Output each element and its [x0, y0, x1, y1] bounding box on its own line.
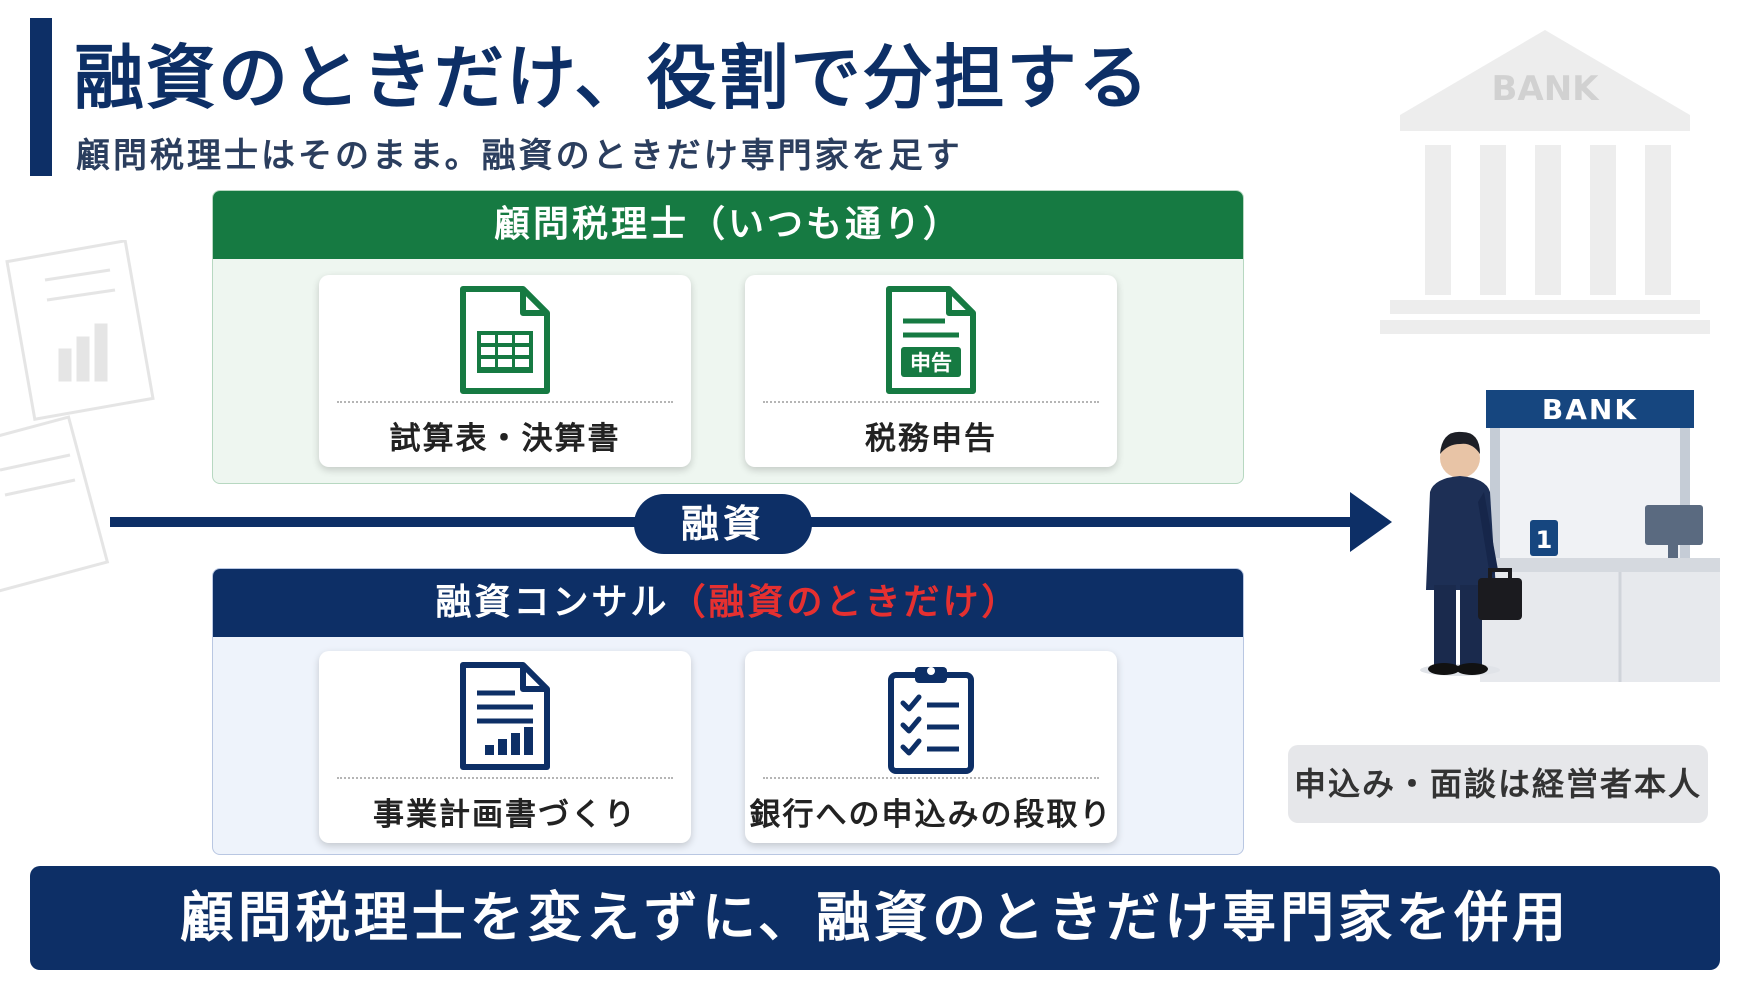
bank-sign: BANK: [1542, 393, 1638, 426]
business-plan-card: 事業計画書づくり: [319, 651, 691, 843]
trial-balance-card: 試算表・決算書: [319, 275, 691, 467]
page-subtitle: 顧問税理士はそのまま。融資のときだけ専門家を足す: [76, 136, 963, 176]
page-title: 融資のときだけ、役割で分担する: [74, 37, 1151, 119]
tax-filing-card: 申告 税務申告: [745, 275, 1117, 467]
counter-number: 1: [1536, 526, 1553, 554]
tax-advisor-panel: 顧問税理士（いつも通り） 試算表・決算書 申告 税務申告: [212, 190, 1244, 484]
tax-filing-label: 税務申告: [865, 421, 997, 457]
checklist-icon: [888, 667, 974, 774]
summary-banner: 顧問税理士を変えずに、融資のときだけ専門家を併用: [30, 866, 1720, 970]
loan-consultant-heading: 融資コンサル（融資のときだけ）: [213, 569, 1243, 637]
background-documents-icon: [0, 240, 155, 595]
loan-consultant-panel: 融資コンサル（融資のときだけ） 事業計画書づくり: [212, 568, 1244, 855]
background-bank-sign: BANK: [1491, 69, 1600, 109]
background-bank-icon: BANK: [1380, 30, 1710, 334]
bank-application-card: 銀行への申込みの段取り: [745, 651, 1117, 843]
tax-return-icon: 申告: [886, 286, 976, 394]
title-accent-bar: [30, 18, 52, 176]
interview-note: 申込み・面談は経営者本人: [1288, 745, 1708, 823]
business-plan-icon: [460, 662, 550, 770]
business-plan-label: 事業計画書づくり: [373, 797, 637, 833]
spreadsheet-icon: [460, 286, 550, 394]
flow-arrow-head-icon: [1350, 492, 1392, 552]
flow-label: 融資: [634, 494, 812, 554]
bank-counter-illustration: BANK 1: [1420, 390, 1720, 682]
tax-advisor-heading: 顧問税理士（いつも通り）: [213, 191, 1243, 259]
bank-application-label: 銀行への申込みの段取り: [749, 797, 1113, 833]
tax-return-icon-text: 申告: [910, 351, 952, 375]
trial-balance-label: 試算表・決算書: [389, 421, 621, 457]
loan-consultant-heading-highlight: （融資のときだけ）: [669, 582, 1021, 623]
loan-consultant-heading-text: 融資コンサル: [435, 582, 670, 623]
